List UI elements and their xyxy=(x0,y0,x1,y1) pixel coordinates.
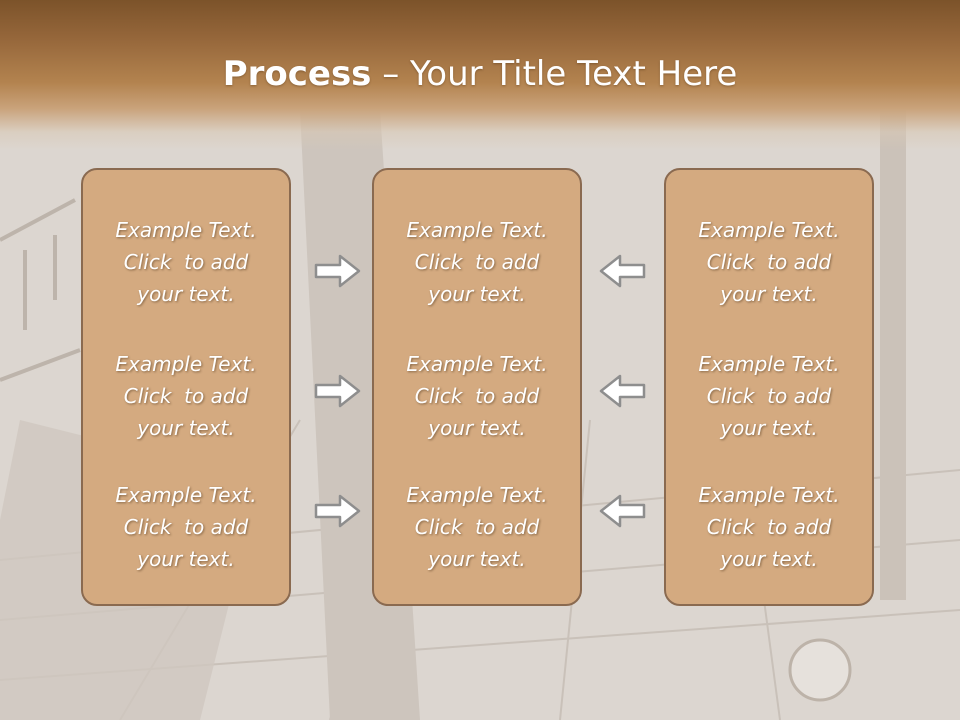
text-line: your text. xyxy=(720,282,818,306)
panel-text-block[interactable]: Example Text. Click to add your text. xyxy=(374,479,580,575)
text-line: Click to add xyxy=(123,250,249,274)
title-rest: – Your Title Text Here xyxy=(371,54,738,94)
arrow-left-icon xyxy=(599,374,646,408)
text-line: your text. xyxy=(428,282,526,306)
process-panel-left[interactable]: Example Text. Click to add your text. Ex… xyxy=(81,168,291,606)
text-line: Click to add xyxy=(414,384,540,408)
text-line: Click to add xyxy=(123,515,249,539)
title-bold: Process xyxy=(222,54,372,94)
text-line: your text. xyxy=(137,547,235,571)
text-line: Example Text. xyxy=(406,218,548,242)
text-line: your text. xyxy=(720,547,818,571)
text-line: Example Text. xyxy=(115,218,257,242)
process-panel-center[interactable]: Example Text. Click to add your text. Ex… xyxy=(372,168,582,606)
arrow-right-icon xyxy=(314,374,361,408)
panel-text-block[interactable]: Example Text. Click to add your text. xyxy=(666,214,872,310)
header-band xyxy=(0,0,960,150)
panel-text-block[interactable]: Example Text. Click to add your text. xyxy=(374,348,580,444)
text-line: your text. xyxy=(137,416,235,440)
panel-text-block[interactable]: Example Text. Click to add your text. xyxy=(666,348,872,444)
arrow-left-icon xyxy=(599,254,646,288)
text-line: Example Text. xyxy=(698,218,840,242)
text-line: Click to add xyxy=(706,250,832,274)
text-line: Example Text. xyxy=(698,483,840,507)
text-line: Click to add xyxy=(123,384,249,408)
text-line: your text. xyxy=(428,416,526,440)
text-line: Click to add xyxy=(706,515,832,539)
panel-text-block[interactable]: Example Text. Click to add your text. xyxy=(83,348,289,444)
text-line: Example Text. xyxy=(698,352,840,376)
text-line: your text. xyxy=(137,282,235,306)
text-line: Example Text. xyxy=(406,352,548,376)
panel-text-block[interactable]: Example Text. Click to add your text. xyxy=(83,214,289,310)
text-line: Click to add xyxy=(414,250,540,274)
text-line: Click to add xyxy=(706,384,832,408)
panel-text-block[interactable]: Example Text. Click to add your text. xyxy=(374,214,580,310)
slide-title[interactable]: Process – Your Title Text Here xyxy=(0,52,960,96)
text-line: Example Text. xyxy=(115,352,257,376)
text-line: your text. xyxy=(720,416,818,440)
panel-text-block[interactable]: Example Text. Click to add your text. xyxy=(666,479,872,575)
arrow-right-icon xyxy=(314,254,361,288)
text-line: Click to add xyxy=(414,515,540,539)
arrow-right-icon xyxy=(314,494,361,528)
process-panel-right[interactable]: Example Text. Click to add your text. Ex… xyxy=(664,168,874,606)
text-line: your text. xyxy=(428,547,526,571)
panel-text-block[interactable]: Example Text. Click to add your text. xyxy=(83,479,289,575)
text-line: Example Text. xyxy=(406,483,548,507)
text-line: Example Text. xyxy=(115,483,257,507)
arrow-left-icon xyxy=(599,494,646,528)
